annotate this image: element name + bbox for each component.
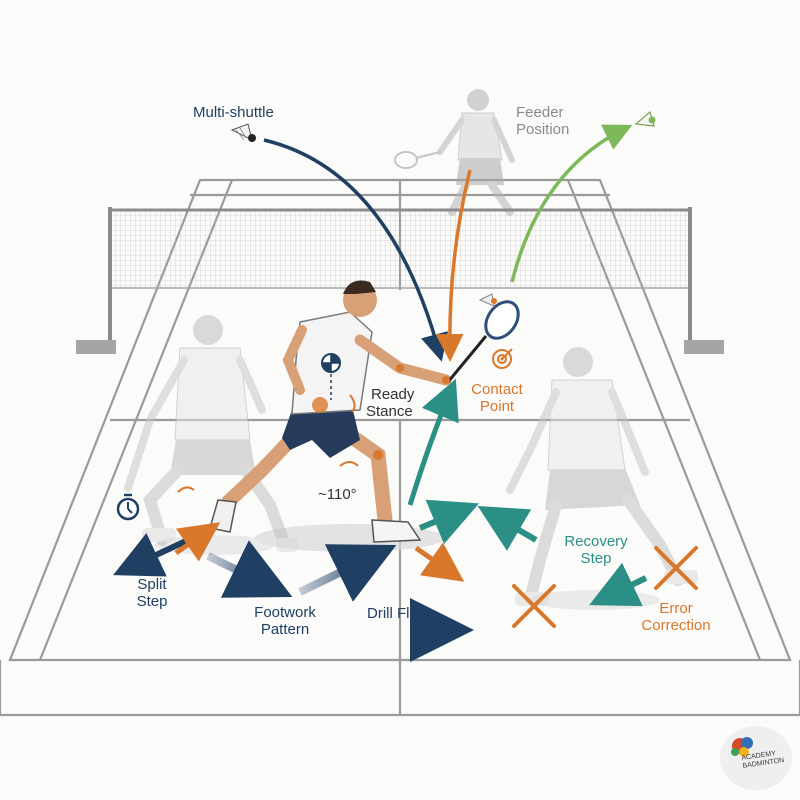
split-step-label-line2: Step [136, 593, 168, 610]
badminton-net [76, 207, 724, 354]
error-x-icon [654, 546, 698, 590]
stopwatch-icon [116, 493, 140, 521]
target-icon [492, 348, 513, 369]
contact-point-label-line2: Point [479, 398, 515, 415]
recovery-step-label-line2: Step [580, 550, 612, 567]
footwork-arrows [113, 499, 648, 662]
main-player [209, 280, 520, 543]
shuttlecock-icon [478, 293, 497, 307]
knee-angle-label: ~110° [318, 486, 357, 503]
ready-stance-label-line1: Ready [371, 386, 415, 403]
shuttlecock-icon [230, 123, 256, 142]
ready-stance-label-line2: Stance [366, 403, 413, 420]
error-correction-label-line2: Correction [641, 617, 711, 634]
contact-point-label-line1: Contact [471, 381, 523, 398]
feeder-position-label-line2: Position [516, 121, 570, 138]
split-step-label-line1: Split [137, 576, 167, 593]
drill-flow-label: Drill Flow [367, 605, 429, 622]
recovery-player [506, 347, 698, 606]
footwork-pattern-label-line1: Footwork [254, 604, 316, 621]
shuttle-trajectories [263, 124, 633, 506]
feeder-position-label-line1: Feeder [516, 104, 564, 121]
feeder-player [394, 89, 515, 216]
angle-markers [177, 394, 359, 493]
error-correction-label-line1: Error [659, 600, 693, 617]
academy-logo [720, 726, 792, 790]
shuttlecock-icon [634, 111, 656, 127]
footwork-pattern-label-line2: Pattern [260, 621, 310, 638]
recovery-step-label-line1: Recovery [564, 533, 628, 550]
error-x-icon [512, 584, 556, 628]
multi-shuttle-label: Multi-shuttle [193, 104, 274, 121]
